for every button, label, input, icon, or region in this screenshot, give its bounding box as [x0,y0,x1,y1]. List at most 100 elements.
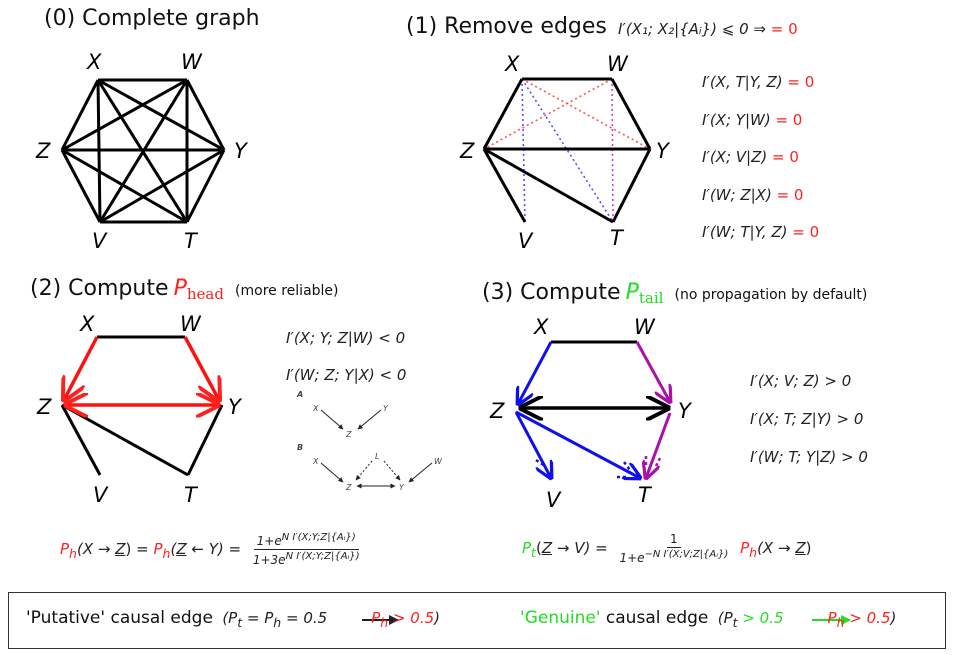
t: = P [242,609,274,627]
t: t [237,615,243,630]
putative-label: 'Putative' causal edge [26,608,213,628]
node-t: T [610,226,625,250]
node-v: V [93,483,109,507]
legend-box [8,592,946,649]
inset-label-b: B [297,443,303,452]
condition-2: I′(X; V|Z) = 0 [702,139,819,177]
panel0-title: (0) Complete graph [44,6,260,31]
node-v: V [92,229,108,253]
panel3-note: (no propagation by default) [674,287,868,303]
condition-val: = 0 [787,73,815,91]
inset-node-w: W [434,457,443,466]
condition-expr: I′(X; Y|W) [702,110,771,129]
f-p: P [153,540,163,558]
num-exp: N I′(X;Y;Z|{Aᵢ}) [281,532,356,543]
genuine-word: Genuine [524,608,596,628]
f-end: ) [805,539,812,557]
f-p: P [740,539,750,557]
f-u: Z [115,540,126,558]
panel3-title: (3) Compute Ptail (no propagation by def… [482,280,867,307]
panel2-title-text: (2) Compute [30,276,169,301]
p-tail-symbol: P [625,280,639,305]
f-end: ) [125,540,132,558]
condition-1: I′(X; Y|W) = 0 [702,102,819,140]
f-sub: h [749,545,758,560]
f-u: Z [176,540,187,558]
node-t: T [638,483,653,507]
t: > 0.5 [844,609,891,627]
node-y: Y [228,395,243,419]
t: P [827,609,837,627]
rule-text: I′(X₁; X₂|{Aᵢ}) ⩽ 0 ⇒ [618,20,767,38]
condition-expr: I′(W; T|Y, Z) [702,223,788,241]
t: P [371,609,381,627]
rule-result: = 0 [770,20,798,38]
f-den: 1+e−N I′(X;V;Z|{Aᵢ}) [616,548,731,565]
f-sub: h [162,546,171,561]
node-x: X [504,52,520,76]
panel1-conditions: I′(X, T|Y, Z) = 0 I′(X; Y|W) = 0 I′(X; V… [702,64,819,252]
p-tail-sub: tail [638,289,664,308]
complete-graph [60,78,226,224]
f-end: → V) = [552,539,608,557]
node-y: Y [678,399,693,423]
node-z: Z [36,395,52,419]
v-structure-inset: A X Y Z B X L W Z Y [296,390,443,492]
graph3-labels: X W Z Y V T [489,315,693,512]
genuine-label: causal edge [600,608,709,628]
f-eq: = [131,540,154,558]
f-arg: (X → [757,539,796,557]
inset-node-x: X [312,404,319,413]
condition-1: I′(X; T; Z|Y) > 0 [750,410,864,428]
inset-node-y: Y [399,483,405,492]
condition-val: = 0 [792,223,820,241]
panel3-title-text: (3) Compute [482,280,621,305]
condition-3: I′(W; Z|X) = 0 [702,177,819,215]
panel1-title: (1) Remove edges [406,14,607,39]
t: h [836,615,845,630]
inset-label-a: A [296,390,303,399]
f-sub: t [531,545,536,560]
f-u: Z [795,539,806,557]
node-w: W [607,52,629,76]
p-head-sub: head [186,285,224,304]
t: t [732,615,738,630]
den-base: 1+3e [252,553,286,567]
node-v: V [518,229,534,253]
node-x: X [86,50,102,74]
f-arg: (X → [76,540,116,558]
condition-0: I′(X; Y; Z|W) < 0 [286,329,406,347]
f-num: 1 [667,532,681,548]
graph1-labels: X W Z Y V T [459,52,671,253]
f-p: P [522,539,532,557]
condition-expr: I′(W; Z|X) [702,185,772,204]
inset-node-y: Y [383,404,389,413]
f-end: ← Y) = [186,540,242,558]
f-p: P [60,540,70,558]
condition-val: = 0 [776,185,804,204]
f-num: 1+eN I′(X;Y;Z|{Aᵢ}) [253,532,359,550]
node-y: Y [234,139,249,163]
panel2-note: (more reliable) [235,283,339,299]
node-z: Z [459,139,475,163]
graph2-labels: X W Z Y V T [36,312,243,507]
inset-node-z: Z [345,430,352,439]
t: ) [434,609,441,627]
condition-4: I′(W; T|Y, Z) = 0 [702,214,819,252]
t: h [273,615,282,630]
node-x: X [79,312,95,336]
f-fraction: 1+eN I′(X;Y;Z|{Aᵢ}) 1+3e N I′(X;Y;Z|{Aᵢ}) [250,532,363,567]
panel2-conditions: I′(X; Y; Z|W) < 0 I′(W; Z; Y|X) < 0 [286,320,406,394]
panel3-conditions: I′(X; V; Z) > 0 I′(X; T; Z|Y) > 0 I′(W; … [750,362,868,476]
f-arg: ( [170,540,177,558]
panel1-rule: I′(X₁; X₂|{Aᵢ}) ⩽ 0 ⇒ = 0 [618,20,798,38]
node-y: Y [656,139,671,163]
condition-2: I′(W; T; Y|Z) > 0 [750,448,868,466]
